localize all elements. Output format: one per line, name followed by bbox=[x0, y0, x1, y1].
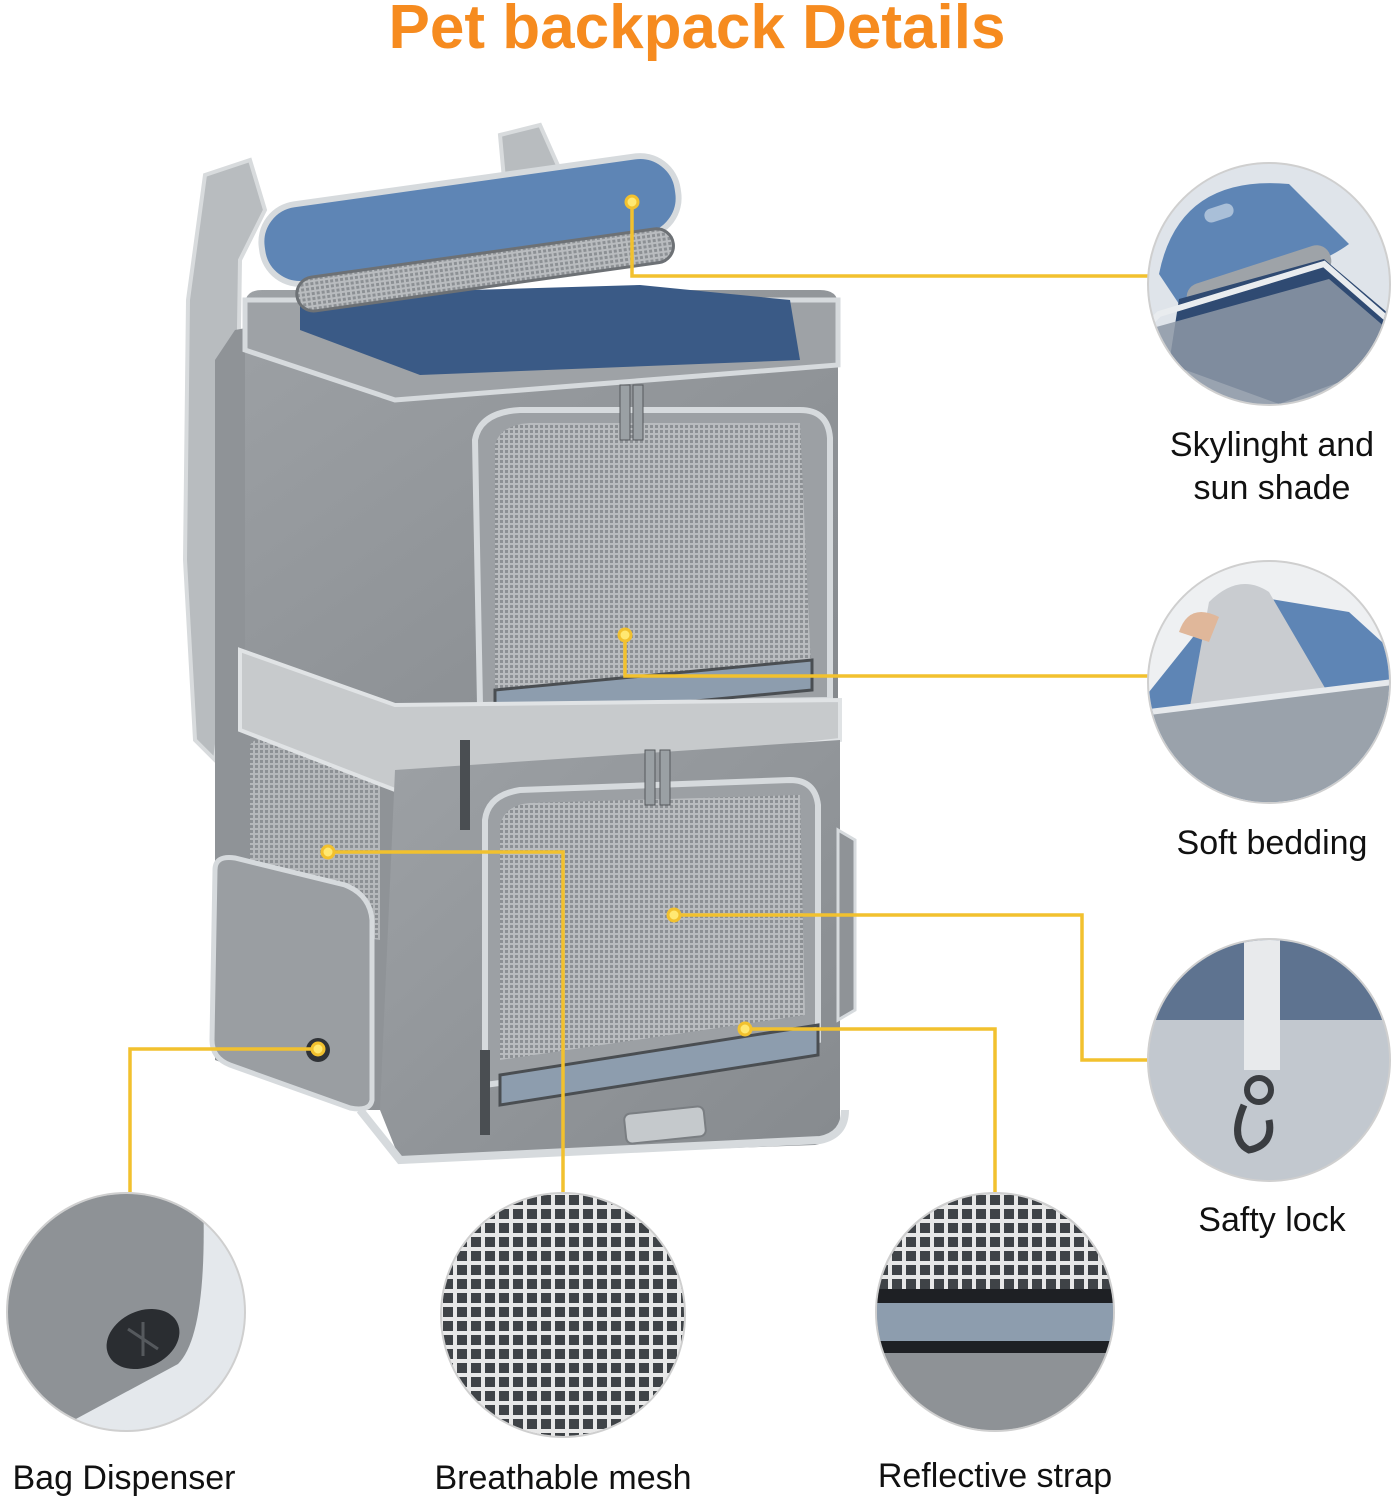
skylight-thumbnail bbox=[1147, 162, 1391, 406]
label-soft-bedding: Soft bedding bbox=[1176, 824, 1368, 862]
label-safety-lock: Safty lock bbox=[1198, 1201, 1346, 1239]
bag-dispenser-thumbnail bbox=[6, 1192, 246, 1432]
label-skylight: Skylinght and sun shade bbox=[1150, 424, 1394, 510]
label-bag-dispenser: Bag Dispenser bbox=[12, 1459, 236, 1497]
bedding-thumbnail bbox=[1147, 560, 1391, 804]
label-reflective-strap: Reflective strap bbox=[877, 1457, 1113, 1495]
label-skylight-line1: Skylinght and bbox=[1169, 426, 1375, 464]
page-title: Pet backpack Details bbox=[388, 0, 1006, 62]
label-skylight-line2: sun shade bbox=[1193, 469, 1351, 507]
label-breathable-mesh: Breathable mesh bbox=[434, 1459, 692, 1497]
safety-lock-thumbnail bbox=[1147, 938, 1391, 1182]
reflective-strap-thumbnail bbox=[875, 1192, 1115, 1432]
breathable-mesh-thumbnail bbox=[440, 1192, 686, 1438]
